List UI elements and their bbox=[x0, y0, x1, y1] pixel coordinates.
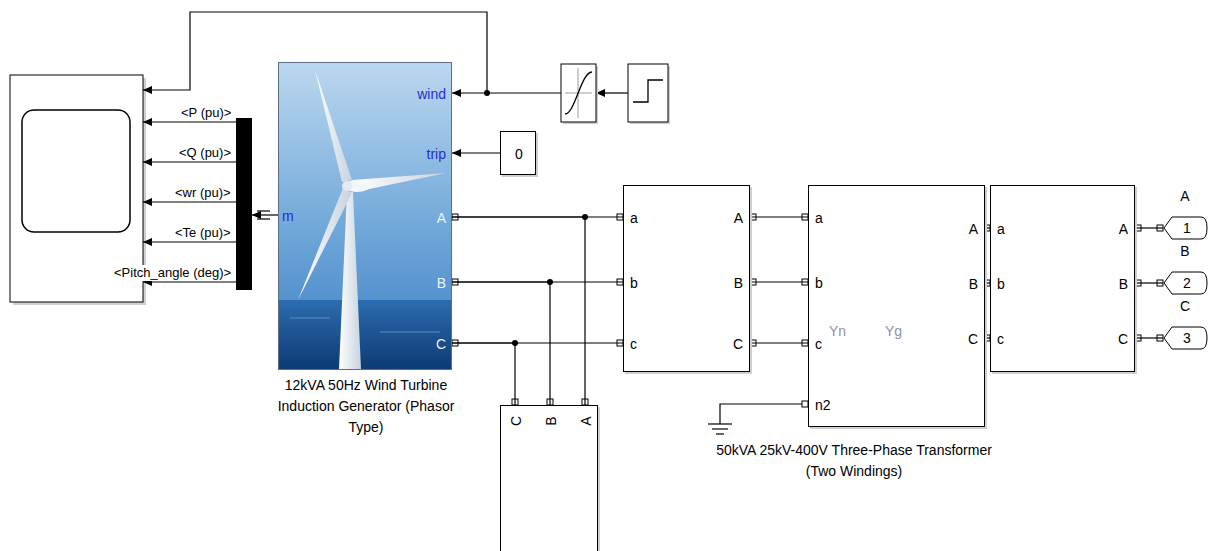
port-label: A bbox=[969, 221, 978, 238]
power-wire bbox=[452, 217, 585, 405]
port-label: c bbox=[815, 336, 822, 353]
power-wire bbox=[452, 343, 515, 405]
signal-label: <Te (pu)> bbox=[174, 225, 232, 241]
power-wire bbox=[750, 216, 808, 217]
port-number: 3 bbox=[1183, 330, 1191, 347]
sea-streak bbox=[290, 318, 330, 319]
sea-streak bbox=[380, 332, 440, 333]
port-label: A bbox=[578, 416, 595, 425]
power-wire bbox=[452, 282, 550, 405]
ground-symbol bbox=[712, 428, 728, 429]
three-phase-block: a b c A B C bbox=[990, 185, 1135, 372]
power-wire bbox=[1135, 282, 1163, 283]
bus-selector bbox=[236, 118, 252, 290]
power-wire bbox=[1135, 227, 1163, 228]
port-label: wind bbox=[417, 86, 446, 103]
constant-block: 0 bbox=[500, 131, 536, 175]
signal-line bbox=[143, 201, 236, 202]
step-block bbox=[628, 64, 668, 122]
port-label: B bbox=[437, 275, 446, 292]
port-label: B bbox=[969, 276, 978, 293]
port-outline bbox=[1164, 327, 1207, 349]
bus-mark bbox=[257, 210, 270, 211]
port-label: A bbox=[734, 210, 743, 227]
signal-line bbox=[596, 92, 628, 93]
constant-value: 0 bbox=[515, 146, 523, 163]
signal-label: <wr (pu)> bbox=[174, 185, 232, 201]
turbine-hub bbox=[342, 181, 352, 191]
turbine-blade bbox=[298, 188, 352, 300]
ground-wire bbox=[720, 404, 808, 424]
bus-line bbox=[252, 214, 278, 215]
step-curve bbox=[633, 80, 663, 102]
port-outline bbox=[1164, 272, 1207, 294]
port-label: b bbox=[997, 276, 1005, 293]
port-label: c bbox=[997, 331, 1004, 348]
turbine-tower bbox=[339, 192, 361, 369]
port-number: 1 bbox=[1183, 220, 1191, 237]
port-label: B bbox=[1119, 276, 1128, 293]
signal-line bbox=[143, 241, 236, 242]
winding-label: Yg bbox=[885, 323, 902, 340]
port-label: C bbox=[508, 416, 525, 426]
signal-line bbox=[452, 152, 500, 153]
port-label: a bbox=[815, 210, 823, 227]
port-label: b bbox=[630, 275, 638, 292]
connection-port: C3 bbox=[1163, 326, 1208, 350]
signal-label: <P (pu)> bbox=[180, 105, 232, 121]
scope-screen bbox=[22, 110, 130, 232]
signal-label: <Q (pu)> bbox=[178, 145, 232, 161]
port-label: n2 bbox=[815, 397, 831, 414]
winding-label: Yn bbox=[829, 323, 846, 340]
port-label: A bbox=[1119, 221, 1128, 238]
port-label: A bbox=[437, 210, 446, 227]
port-name: A bbox=[1180, 188, 1189, 205]
measurement-block: a b c A B C bbox=[623, 185, 750, 372]
port-label: m bbox=[282, 208, 294, 225]
block-caption: 50kVA 25kV-400V Three-Phase Transformer … bbox=[709, 440, 999, 482]
bus-mark bbox=[257, 218, 270, 219]
port-label: b bbox=[815, 275, 823, 292]
ground-symbol bbox=[708, 423, 732, 424]
ground-symbol bbox=[716, 433, 724, 434]
port-name: C bbox=[1180, 298, 1190, 315]
transformer-block: abcn2ABCYnYg50kVA 25kV-400V Three-Phase … bbox=[808, 185, 985, 427]
port-number: 2 bbox=[1183, 275, 1191, 292]
port-outline bbox=[1164, 217, 1207, 239]
port-label: C bbox=[733, 336, 743, 353]
turbine-blade bbox=[315, 70, 352, 182]
power-wire bbox=[750, 281, 808, 282]
port-label: C bbox=[968, 331, 978, 348]
turbine-sea bbox=[278, 300, 452, 370]
signal-line bbox=[143, 281, 236, 282]
capacitor-bank-block: CBA bbox=[500, 405, 598, 551]
signal-line bbox=[143, 121, 236, 122]
port-label: a bbox=[630, 210, 638, 227]
port-label: B bbox=[734, 275, 743, 292]
signal-line bbox=[452, 92, 561, 93]
port-label: trip bbox=[427, 146, 446, 163]
signal-line bbox=[143, 161, 236, 162]
port-label: C bbox=[1118, 331, 1128, 348]
port-label: a bbox=[997, 221, 1005, 238]
connection-port: A1 bbox=[1163, 216, 1208, 240]
signal-label: <Pitch_angle (deg)> bbox=[113, 265, 232, 281]
port-label: B bbox=[543, 416, 560, 425]
wind-turbine-block: windtripABCm12kVA 50Hz Wind Turbine Indu… bbox=[278, 62, 452, 370]
power-wire bbox=[1135, 337, 1163, 338]
turbine-sky bbox=[278, 62, 452, 370]
power-wire bbox=[750, 342, 808, 343]
block-caption: 12kVA 50Hz Wind Turbine Induction Genera… bbox=[276, 375, 456, 438]
port-label: c bbox=[630, 336, 637, 353]
port-label: C bbox=[436, 336, 446, 353]
lookup-table-block bbox=[561, 64, 596, 122]
lookup-curve bbox=[565, 72, 592, 114]
port-name: B bbox=[1180, 243, 1189, 260]
branch-dot bbox=[484, 90, 490, 96]
connection-port: B2 bbox=[1163, 271, 1208, 295]
